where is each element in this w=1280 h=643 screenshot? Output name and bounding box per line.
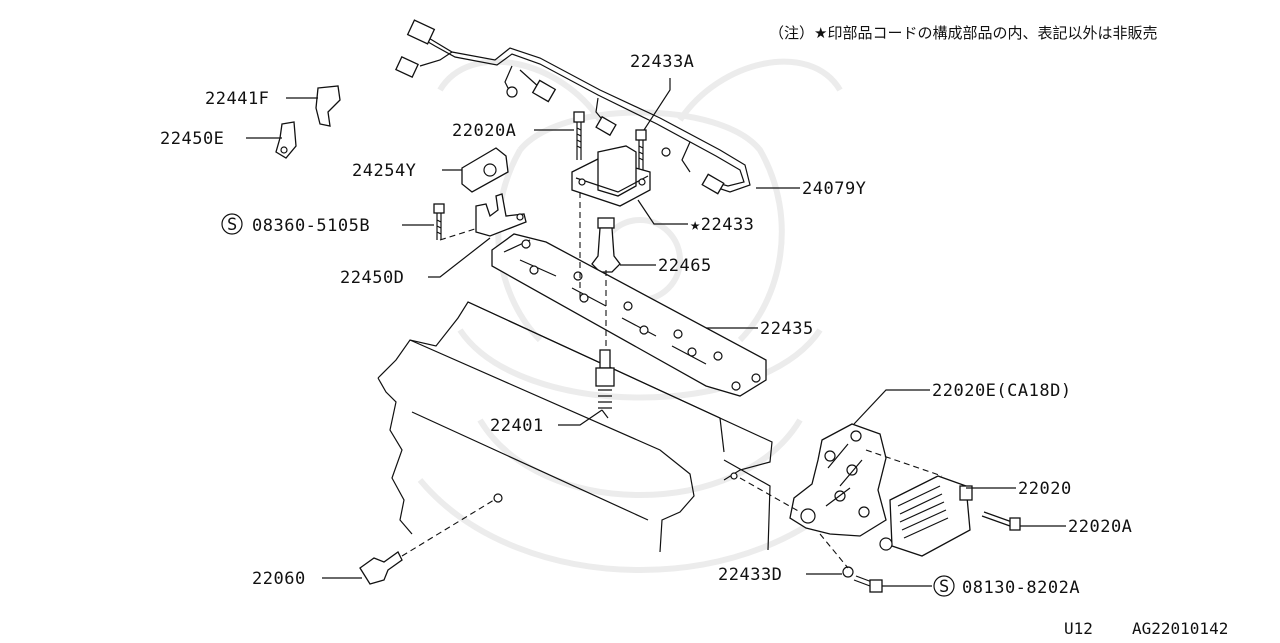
- cover-24254Y: [461, 147, 509, 193]
- label-22450E: 22450E: [160, 129, 224, 149]
- footer-code: AG22010142: [1132, 619, 1228, 638]
- label-22465: 22465: [658, 256, 712, 276]
- plate-22435: [491, 233, 767, 397]
- ht-cord-22465: [591, 217, 621, 273]
- label-22020: 22020: [1018, 479, 1072, 499]
- wiring-harness: [395, 19, 751, 195]
- s-mark-circle-2: [933, 575, 955, 597]
- module-22020: [879, 475, 973, 557]
- label-24254Y: 24254Y: [352, 161, 416, 181]
- label-24079Y: 24079Y: [802, 179, 866, 199]
- label-22433: ★22433: [690, 215, 754, 235]
- label-22433A: 22433A: [630, 52, 694, 72]
- note-text: （注）★印部品コードの構成部品の内、表記以外は非販売: [769, 24, 1157, 42]
- bolt-22020A-right: [981, 511, 1021, 531]
- assembly-lines: [401, 192, 943, 569]
- label-22020A-top: 22020A: [452, 121, 516, 141]
- label-22020A-right: 22020A: [1068, 517, 1132, 537]
- part-labels: 22433A 22441F 22020A 22450E 24254Y 24079…: [160, 52, 1132, 598]
- label-22401: 22401: [490, 416, 544, 436]
- bolt-08360: [433, 203, 445, 240]
- label-22060: 22060: [252, 569, 306, 589]
- label-22020E: 22020E(CA18D): [932, 381, 1072, 401]
- s-mark-circle-1: [221, 213, 243, 235]
- bolt-22020A-top: [573, 111, 585, 160]
- bracket-22450D: [475, 193, 527, 237]
- label-22435: 22435: [760, 319, 814, 339]
- s-mark-1: S: [227, 215, 238, 235]
- label-22433D: 22433D: [718, 565, 782, 585]
- s-mark-2: S: [939, 577, 950, 597]
- label-08360: 08360-5105B: [252, 216, 370, 236]
- label-08130: 08130-8202A: [962, 578, 1080, 598]
- bracket-22450E: [275, 121, 297, 159]
- cylinder-head: [377, 301, 773, 553]
- ignition-coil-22433: [571, 145, 651, 207]
- sensor-22060: [359, 493, 503, 585]
- bolt-22433A: [635, 129, 647, 170]
- bracket-22441F: [315, 85, 341, 127]
- label-22450D: 22450D: [340, 268, 404, 288]
- leader-lines: [246, 78, 1066, 587]
- bolt-08130: [853, 575, 883, 593]
- footer-model: U12: [1064, 619, 1093, 638]
- label-22441F: 22441F: [205, 89, 269, 109]
- washer-22433D: [842, 566, 854, 578]
- spark-plug-22401: [595, 349, 615, 419]
- bracket-22020E: [789, 423, 887, 537]
